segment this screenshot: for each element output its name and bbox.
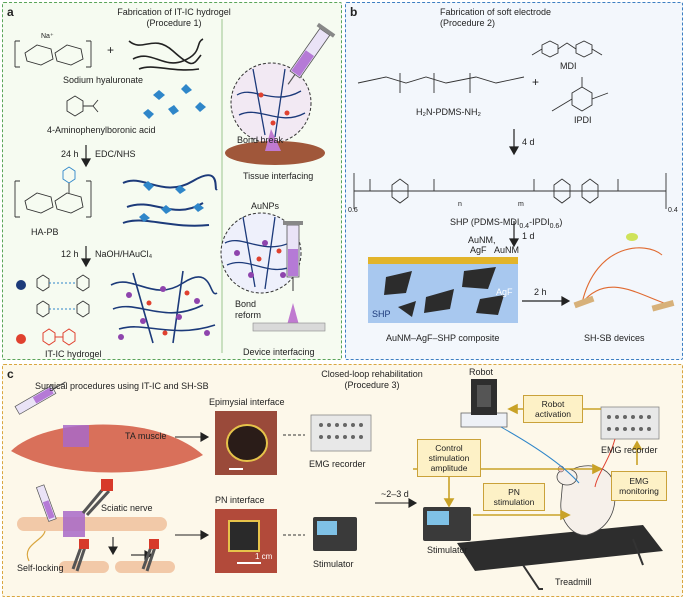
emg-recorder-right-label: EMG recorder: [601, 445, 658, 455]
control-line1: Control: [435, 443, 463, 453]
shp-formula-end: ): [559, 217, 563, 227]
device-interfacing-label: Device interfacing: [243, 347, 315, 357]
aunps-label: AuNPs: [251, 201, 280, 211]
sodium-hyaluronate-label: Sodium hyaluronate: [63, 75, 144, 85]
sub-m: m: [518, 201, 524, 208]
control-line2: stimulation: [428, 453, 470, 463]
stimulator-label: Stimulator: [313, 559, 354, 569]
sub-04: 0.4: [668, 207, 678, 214]
reagent-aunm: AuNM,: [468, 235, 496, 245]
sciatic-nerve-label: Sciatic nerve: [101, 503, 153, 513]
shp-formula-start: SHP (PDMS-MDI: [450, 217, 520, 227]
shp-layer-label: SHP: [372, 309, 391, 319]
self-locking-label: Self-locking: [17, 563, 64, 573]
pn-stim-line1: PN: [508, 487, 520, 497]
tissue-interfacing-label: Tissue interfacing: [243, 171, 314, 181]
na-label: Na⁺: [41, 33, 54, 40]
shp-sub-1: 0.4: [519, 222, 530, 230]
reagent-agf: AgF: [470, 245, 487, 255]
panel-b-title: Fabrication of soft electrode (Procedure…: [440, 7, 551, 29]
panel-c-graphics: [11, 379, 663, 590]
control-line3: amplitude: [430, 463, 468, 473]
shp-sub-2: 0.6: [549, 222, 560, 230]
panel-b-title-line2: (Procedure 2): [440, 18, 496, 28]
pn-interface-label: PN interface: [215, 495, 265, 505]
scale-bar-label: 1 cm: [255, 552, 273, 561]
plus-sign-b: +: [532, 75, 540, 89]
panel-a: a Fabrication of IT-IC hydrogel (Procedu…: [2, 2, 342, 360]
panel-b-letter: b: [350, 5, 358, 19]
plus-sign: +: [107, 43, 115, 57]
closed-loop-line1: Closed-loop rehabilitation: [321, 369, 423, 379]
robot-label: Robot: [469, 367, 494, 377]
sub-06: 0.6: [348, 207, 358, 214]
robot-activation-line2: activation: [535, 409, 571, 419]
interval-label: ~2–3 d: [381, 489, 409, 499]
treadmill-label: Treadmill: [555, 577, 592, 587]
edc-nhs-label: EDC/NHS: [95, 149, 136, 159]
panel-a-title-line2: (Procedure 1): [146, 18, 202, 28]
closed-loop-line2: (Procedure 3): [344, 380, 400, 390]
time-24h: 24 h: [61, 149, 79, 159]
panel-a-graphics: [14, 19, 336, 353]
time-4d: 4 d: [522, 137, 535, 147]
sh-sb-devices-label: SH-SB devices: [584, 333, 645, 343]
pdms-label: H₂N-PDMS-NH₂: [416, 107, 481, 117]
panel-b-title-line1: Fabrication of soft electrode: [440, 7, 552, 17]
stimulator-right-label: Stimulator: [427, 545, 468, 555]
panel-a-title: Fabrication of IT-IC hydrogel (Procedure…: [99, 7, 249, 29]
ha-pb-label: HA-PB: [31, 227, 59, 237]
closed-loop-title: Closed-loop rehabilitation (Procedure 3): [317, 369, 427, 391]
apba-label: 4-Aminophenylboronic acid: [47, 125, 156, 135]
time-12h: 12 h: [61, 249, 79, 259]
naoh-haucl4-label: NaOH/HAuCl₄: [95, 249, 153, 259]
epimysial-label: Epimysial interface: [209, 397, 285, 407]
bond-reform-label: Bond reform: [235, 299, 262, 320]
emg-recorder-label: EMG recorder: [309, 459, 366, 469]
robot-activation-line1: Robot: [541, 399, 565, 409]
emg-mon-line1: EMG: [629, 476, 649, 486]
aunm-layer-label: AuNM: [494, 245, 520, 255]
panel-a-title-line1: Fabrication of IT-IC hydrogel: [117, 7, 231, 17]
shp-formula: SHP (PDMS-MDI0.4-IPDI0.6): [450, 217, 562, 232]
panel-c-letter: c: [7, 367, 14, 381]
emg-mon-line2: monitoring: [619, 486, 659, 496]
pn-stim-line2: stimulation: [493, 497, 535, 507]
it-ic-hydrogel-label: IT-IC hydrogel: [45, 349, 102, 359]
bond-break-label: Bond break: [237, 135, 284, 145]
composite-label: AuNM–AgF–SHP composite: [386, 333, 500, 343]
panel-b-graphics: [353, 40, 675, 323]
mdi-label: MDI: [560, 61, 577, 71]
panel-a-letter: a: [7, 5, 14, 19]
ipdi-label: IPDI: [574, 115, 592, 125]
agf-label: AgF: [496, 287, 513, 297]
panel-b: b Fabrication of soft electrode (Procedu…: [345, 2, 683, 360]
time-2h: 2 h: [534, 287, 547, 297]
sub-n: n: [458, 201, 462, 208]
shp-formula-mid: -IPDI: [529, 217, 550, 227]
time-1d: 1 d: [522, 231, 535, 241]
ta-muscle-label: TA muscle: [125, 431, 167, 441]
panel-c: c Surgical procedures using IT-IC and SH…: [2, 364, 683, 597]
surgical-title: Surgical procedures using IT-IC and SH-S…: [35, 381, 209, 391]
